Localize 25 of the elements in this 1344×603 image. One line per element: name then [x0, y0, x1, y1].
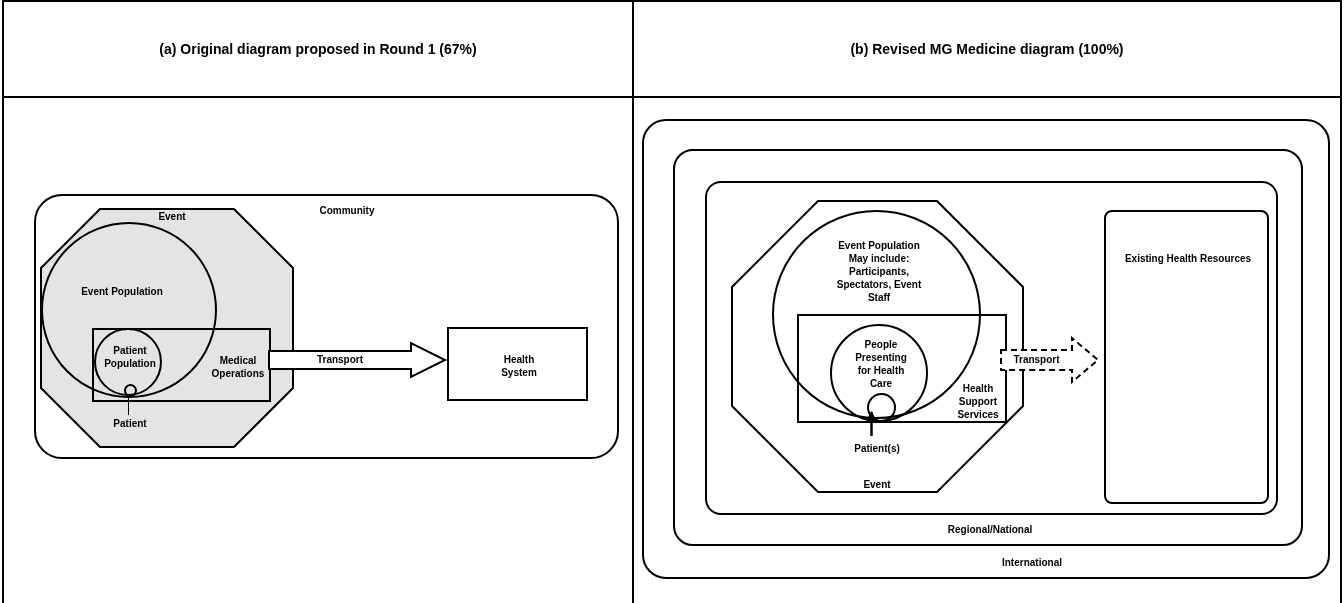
node-text: Regional/National	[946, 522, 1034, 536]
boundary-box	[1104, 210, 1269, 504]
node-text: Medical Operations	[210, 354, 266, 380]
arrow	[866, 411, 877, 436]
node-text: Health Support Services	[956, 381, 1000, 421]
node-text: Patient Population	[103, 344, 157, 370]
node-text: Event Population	[80, 284, 164, 298]
column-heading: (b) Revised MG Medicine diagram (100%)	[850, 39, 1124, 59]
node-text: Health System	[500, 353, 538, 379]
node-text: People Presenting for Health Care	[854, 338, 908, 390]
column-heading: (a) Original diagram proposed in Round 1 (67%)	[159, 39, 477, 59]
node-text: Community	[318, 203, 376, 217]
rect-box	[92, 328, 271, 402]
node-text: Event	[862, 477, 892, 491]
boundary-box	[34, 194, 619, 459]
node-label: Patient	[106, 417, 154, 431]
node-text: Event Population May include: Participants, Spectators, Event Staff	[835, 238, 923, 304]
node-text: Existing Health Resources	[1123, 251, 1253, 265]
edge-label: Transport	[1011, 354, 1062, 366]
edge-label: Transport	[314, 354, 366, 366]
node-text: Event	[157, 209, 187, 223]
boundary-box	[642, 119, 1330, 579]
node-text: International	[1001, 555, 1063, 569]
node-label: Patient(s)	[847, 442, 907, 456]
rect-box	[447, 327, 588, 401]
